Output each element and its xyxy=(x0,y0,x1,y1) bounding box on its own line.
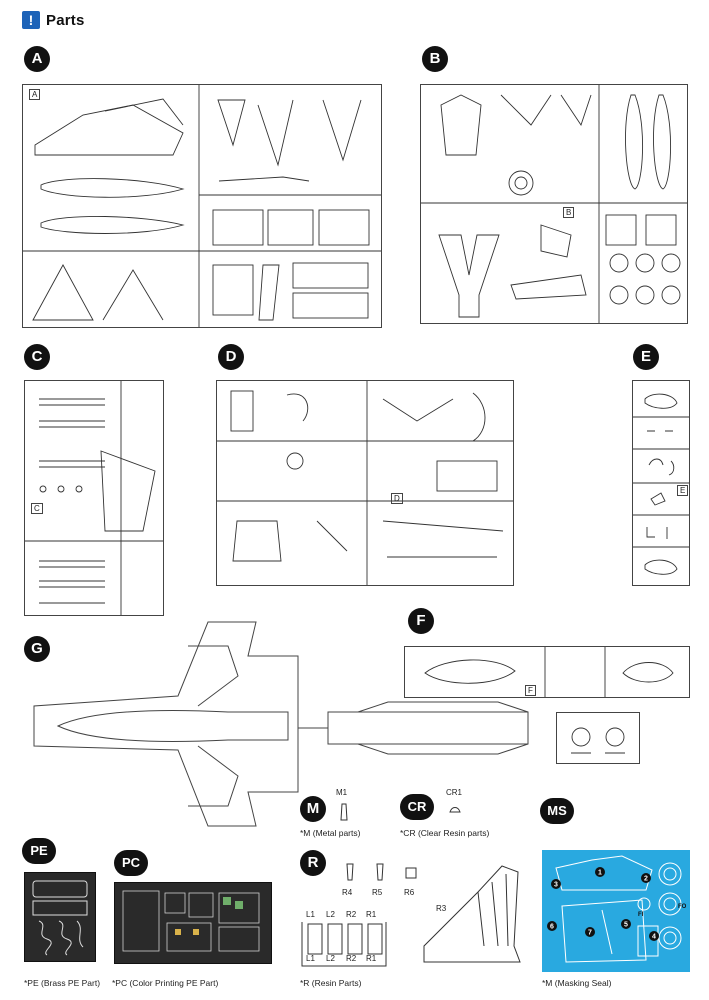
l1-bottom-label: L1 xyxy=(306,954,315,963)
r3-label: R3 xyxy=(436,904,447,913)
r4-label: R4 xyxy=(342,888,353,897)
section-d-badge: D xyxy=(218,344,244,370)
section-ms-badge: MS xyxy=(540,798,574,824)
metal-part-icon xyxy=(340,803,348,821)
sprue-c: C xyxy=(24,380,164,616)
l1-label: L1 xyxy=(306,910,315,919)
sprue-d-tag: D xyxy=(391,493,403,504)
section-g-badge: G xyxy=(24,636,50,662)
sprue-e: E xyxy=(632,380,690,586)
mask-number-6: 6 xyxy=(550,924,554,931)
resin-fin-drawing xyxy=(423,865,521,963)
mask-number-3: 3 xyxy=(554,882,558,889)
sprue-f-tag: F xyxy=(525,685,536,696)
section-e-badge: E xyxy=(633,344,659,370)
sprue-a-drawing xyxy=(23,85,381,327)
section-m-badge: M xyxy=(300,796,326,822)
resin-part-r5-icon xyxy=(376,863,384,881)
r1-label: R1 xyxy=(366,910,377,919)
cr-caption: *CR (Clear Resin parts) xyxy=(400,828,490,838)
masking-seal-drawing: 1 2 3 4 5 6 7 FO FI xyxy=(547,855,687,963)
resin-part-r6-icon xyxy=(405,867,417,879)
sprue-b: B xyxy=(420,84,688,324)
sprue-b-tag: B xyxy=(563,207,575,218)
sprue-e-tag: E xyxy=(677,485,689,496)
sprue-a-tag: A xyxy=(29,89,41,100)
section-cr-badge: CR xyxy=(400,794,434,820)
resin-block-drawing xyxy=(301,922,387,967)
sprue-e-drawing xyxy=(633,393,689,575)
brass-pe-fret xyxy=(24,872,96,962)
sprue-d-drawing xyxy=(217,381,513,585)
section-a-badge: A xyxy=(24,46,50,72)
mask-number-1: 1 xyxy=(598,870,602,877)
info-icon: ! xyxy=(22,11,40,29)
color-pe-fret xyxy=(114,882,272,964)
l2-label: L2 xyxy=(326,910,335,919)
ms-caption: *M (Masking Seal) xyxy=(542,978,612,988)
pc-caption: *PC (Color Printing PE Part) xyxy=(112,978,219,988)
mask-label-fi: FI xyxy=(638,912,644,918)
mask-number-2: 2 xyxy=(644,876,648,883)
section-r-badge: R xyxy=(300,850,326,876)
masking-seal-sheet: 1 2 3 4 5 6 7 FO FI xyxy=(542,850,690,972)
r2-label: R2 xyxy=(346,910,357,919)
clear-resin-part-icon xyxy=(449,807,461,813)
color-pe-drawing xyxy=(122,890,260,952)
r-caption: *R (Resin Parts) xyxy=(300,978,362,988)
sprue-f-drawing xyxy=(424,647,674,697)
sprue-d: D xyxy=(216,380,514,586)
pe-caption: *PE (Brass PE Part) xyxy=(24,978,101,988)
resin-part-r4-icon xyxy=(346,863,354,881)
mask-label-fo: FO xyxy=(678,904,687,910)
sprue-f-top: F xyxy=(404,646,690,698)
r2-bottom-label: R2 xyxy=(346,954,357,963)
mask-number-4: 4 xyxy=(652,934,656,941)
fuselage-g-drawing xyxy=(33,621,529,827)
section-pc-badge: PC xyxy=(114,850,148,876)
cr-part-label: CR1 xyxy=(446,788,463,797)
sprue-f-bottom-drawing xyxy=(571,727,625,754)
section-c-badge: C xyxy=(24,344,50,370)
page-title: Parts xyxy=(46,12,85,29)
r1-bottom-label: R1 xyxy=(366,954,377,963)
mask-number-5: 5 xyxy=(624,922,628,929)
brass-pe-drawing xyxy=(32,880,88,956)
l2-bottom-label: L2 xyxy=(326,954,335,963)
section-b-badge: B xyxy=(422,46,448,72)
sprue-f-bottom xyxy=(556,712,640,764)
r6-label: R6 xyxy=(404,888,415,897)
m-part-label: M1 xyxy=(336,788,348,797)
r5-label: R5 xyxy=(372,888,383,897)
section-f-badge: F xyxy=(408,608,434,634)
sprue-c-drawing xyxy=(25,381,163,615)
sprue-a: A xyxy=(22,84,382,328)
mask-number-7: 7 xyxy=(588,930,592,937)
section-pe-badge: PE xyxy=(22,838,56,864)
m-caption: *M (Metal parts) xyxy=(300,828,361,838)
sprue-c-tag: C xyxy=(31,503,43,514)
sprue-b-drawing xyxy=(421,85,687,323)
